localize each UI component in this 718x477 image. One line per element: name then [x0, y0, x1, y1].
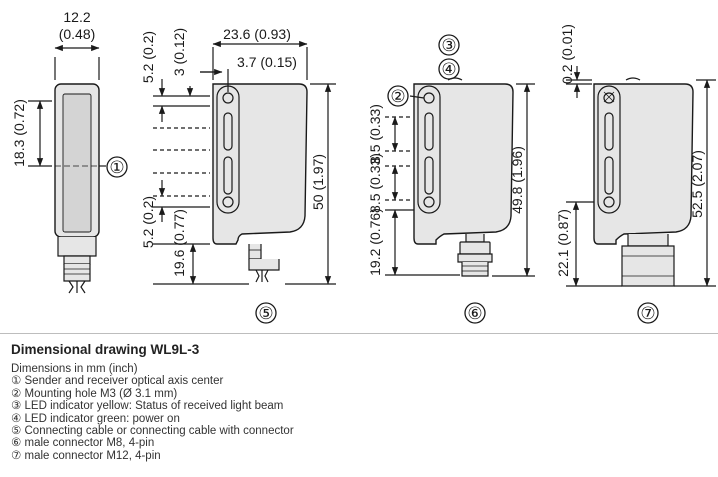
divider: [0, 333, 718, 334]
side-view-cable: [153, 40, 336, 285]
dim-width-top: 12.2: [63, 9, 90, 25]
legend-item: ① Sender and receiver optical axis cente…: [11, 375, 224, 388]
callout-1: ①: [109, 158, 124, 177]
dim-top-02: 0.2 (0.01): [559, 24, 575, 84]
dim-bottom-offset-52: 5.2 (0.2): [140, 196, 156, 248]
dim-top-offset-52: 5.2 (0.2): [140, 31, 156, 83]
dim-bottom-196: 19.6 (0.77): [171, 209, 187, 277]
dim-height-525: 52.5 (2.07): [689, 150, 705, 218]
callout-7: ⑦: [640, 304, 655, 323]
legend-item: ③ LED indicator yellow: Status of receiv…: [11, 400, 284, 413]
dim-height-498: 49.8 (1.96): [509, 146, 525, 214]
dim-height-50: 50 (1.97): [310, 154, 326, 210]
callout-5: ⑤: [258, 304, 273, 323]
side-view-m12: [566, 66, 716, 287]
dim-side-height: 18.3 (0.72): [11, 99, 27, 167]
legend-item: ⑦ male connector M12, 4-pin: [11, 449, 161, 462]
legend-item: ⑥ male connector M8, 4-pin: [11, 437, 155, 450]
dim-top-offset-3: 3 (0.12): [171, 28, 187, 76]
dim-top-width: 23.6 (0.93): [223, 26, 291, 42]
dim-bottom-192: 19.2 (0.76): [367, 208, 383, 276]
callout-4: ④: [441, 60, 456, 79]
legend-units: Dimensions in mm (inch): [11, 363, 138, 375]
callout-3: ③: [441, 36, 456, 55]
legend-item: ④ LED indicator green: power on: [11, 412, 180, 425]
dim-hole-85-b: 8.5 (0.33): [367, 153, 383, 213]
side-view-m8: [385, 77, 535, 277]
dim-hole-85-a: 8.5 (0.33): [367, 104, 383, 164]
legend: Dimensional drawing WL9L-3 Dimensions in…: [11, 342, 711, 462]
front-view: [28, 44, 106, 294]
legend-item: ⑤ Connecting cable or connecting cable w…: [11, 425, 294, 438]
dim-width-top-inch: (0.48): [59, 26, 96, 42]
legend-item: ② Mounting hole M3 (Ø 3.1 mm): [11, 387, 178, 400]
dim-bottom-221: 22.1 (0.87): [555, 209, 571, 277]
callout-6: ⑥: [467, 304, 482, 323]
callout-2: ②: [390, 87, 405, 106]
legend-title: Dimensional drawing WL9L-3: [11, 342, 200, 357]
dimensional-drawing: ① ⑤ ③ ④ ② ⑥ ⑦ 12.2 (0.48) 18.3 (0.72) 23…: [11, 9, 716, 324]
dim-top-offset-inner: 3.7 (0.15): [237, 54, 297, 70]
